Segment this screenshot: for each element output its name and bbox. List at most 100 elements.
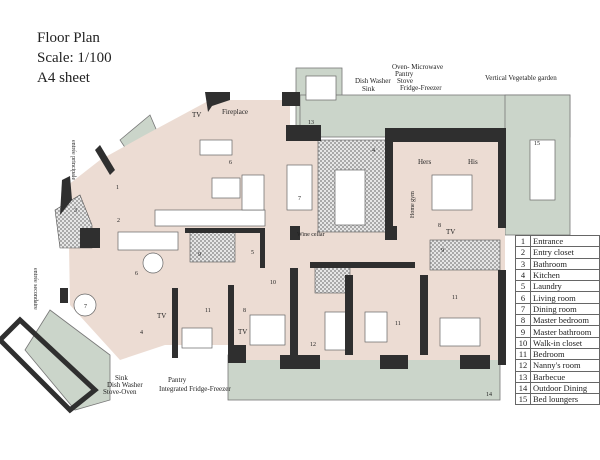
hers-label: Hers xyxy=(418,158,431,166)
room-marker: 5 xyxy=(251,250,254,256)
main-entrance-label: entrée principale xyxy=(70,140,76,180)
wall xyxy=(460,355,490,369)
legend-room-name: Master bedroom xyxy=(530,314,600,327)
kitchen-island xyxy=(334,169,366,226)
coffee-table xyxy=(199,139,233,156)
sink-bottom-label: Sink xyxy=(115,374,128,382)
sink-label: Sink xyxy=(362,85,375,93)
legend-room-name: Kitchen xyxy=(530,268,600,282)
bath-3-tile xyxy=(314,264,351,294)
wall xyxy=(310,262,415,268)
room-markers: 1 2 3 4 4 5 6 6 7 7 8 8 9 9 10 11 11 11 … xyxy=(74,120,540,398)
legend-room-name: Bathroom xyxy=(530,257,600,270)
room-marker: 12 xyxy=(310,342,316,348)
wall xyxy=(172,288,178,358)
legend-number: 15 xyxy=(515,393,531,406)
oven-microwave-label: Oven- Microwave xyxy=(392,63,443,71)
room-marker: 11 xyxy=(205,308,211,314)
legend-number: 2 xyxy=(515,246,531,259)
pantry-label: Pantry xyxy=(395,70,414,78)
wall xyxy=(498,270,506,365)
legend-number: 8 xyxy=(515,314,531,327)
sofa xyxy=(117,231,179,251)
wall xyxy=(185,228,260,233)
room-marker: 7 xyxy=(84,304,87,310)
room-marker: 3 xyxy=(74,208,77,214)
furniture xyxy=(73,75,556,351)
tv-label-master: TV xyxy=(446,228,455,236)
wall xyxy=(286,125,321,141)
legend-room-name: Master bathroom xyxy=(530,325,600,338)
legend-number: 4 xyxy=(515,268,531,282)
legend-room-name: Bed loungers xyxy=(530,393,600,406)
room-marker: 7 xyxy=(298,196,301,202)
room-marker: 8 xyxy=(438,223,441,229)
wall xyxy=(95,145,115,175)
dish-washer-label: Dish Washer xyxy=(355,77,391,85)
bed-11c xyxy=(439,317,481,347)
wall xyxy=(498,128,506,228)
legend-room-name: Entrance xyxy=(530,234,600,248)
tv-label: TV xyxy=(192,111,201,119)
legend-number: 11 xyxy=(515,347,531,361)
legend-room-name: Nanny's room xyxy=(530,359,600,372)
legend-number: 6 xyxy=(515,291,531,304)
legend-room-name: Dining room xyxy=(530,302,600,316)
room-marker: 15 xyxy=(534,141,540,147)
room-marker: 11 xyxy=(452,295,458,301)
tv-label-kitchen: TV xyxy=(157,312,166,320)
wall xyxy=(228,285,234,355)
ottoman xyxy=(211,177,241,199)
room-marker: 6 xyxy=(135,271,138,277)
legend-room-name: Barbecue xyxy=(530,370,600,383)
master-bed xyxy=(431,174,473,211)
bed-loungers xyxy=(529,139,556,201)
integrated-fridge-label: Integrated Fridge-Freezer xyxy=(159,385,231,393)
bed-master-lower xyxy=(249,314,286,346)
dish-washer-bottom-label: Dish Washer xyxy=(107,381,143,389)
wall xyxy=(205,92,230,112)
room-marker: 4 xyxy=(140,330,143,336)
room-marker: 4 xyxy=(372,148,375,154)
stove-oven-label: Stove-Oven xyxy=(103,388,137,396)
legend-room-name: Living room xyxy=(530,291,600,304)
outdoor-dining-table xyxy=(305,75,337,101)
wall xyxy=(260,228,265,268)
plan-title: Floor Plan xyxy=(37,30,100,46)
tv-label-bedroom: TV xyxy=(238,328,247,336)
bed-11 xyxy=(181,327,213,349)
wall xyxy=(345,275,353,355)
round-table xyxy=(142,252,164,274)
plan-sheet: A4 sheet xyxy=(37,70,90,86)
wall xyxy=(80,228,100,248)
bed-11b xyxy=(364,311,388,343)
bottom-terrace xyxy=(227,354,501,401)
fridge-freezer-label: Fridge-Freezer xyxy=(400,84,442,92)
room-marker: 9 xyxy=(198,252,201,258)
room-marker: 13 xyxy=(308,120,314,126)
bed-nanny xyxy=(324,311,348,351)
wall xyxy=(0,316,99,414)
legend-room-name: Laundry xyxy=(530,280,600,293)
room-marker: 14 xyxy=(486,392,492,398)
room-marker: 1 xyxy=(116,185,119,191)
legend-room-name: Bedroom xyxy=(530,347,600,361)
fireplace-label: Fireplace xyxy=(222,108,248,116)
wall xyxy=(385,128,393,228)
master-bath-tile xyxy=(189,231,236,263)
legend-room-name: Outdoor Dining xyxy=(530,381,600,395)
home-gym-label: Home gym xyxy=(410,191,416,218)
secondary-entrance-label: entrée secondaire xyxy=(32,268,38,310)
legend-number: 10 xyxy=(515,336,531,349)
